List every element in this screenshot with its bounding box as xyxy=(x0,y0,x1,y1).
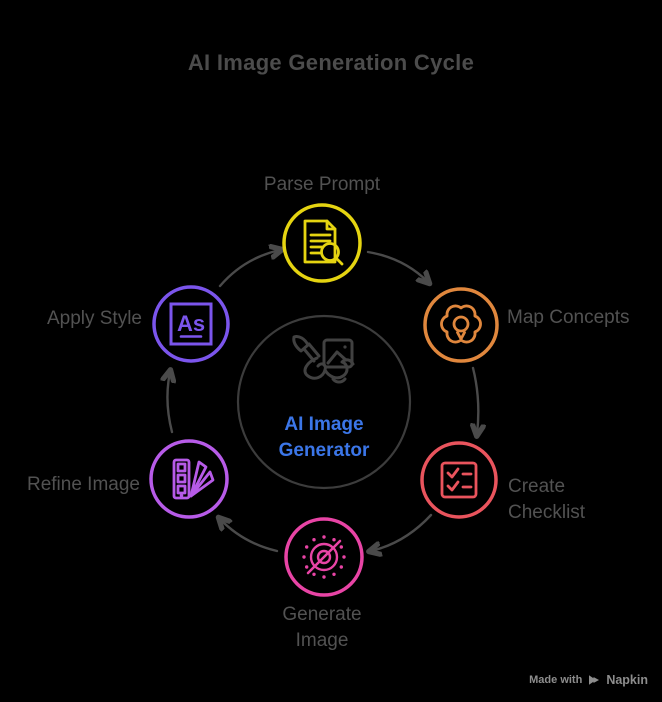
arrow-create-checklist-to-generate-image xyxy=(371,515,431,551)
map-concepts-label: Map Concepts xyxy=(507,307,630,328)
map-concepts-circle xyxy=(425,289,497,361)
napkin-logo-icon xyxy=(589,675,600,685)
color-swatches-fan-icon xyxy=(174,460,213,498)
arrow-generate-image-to-refine-image xyxy=(220,519,277,551)
badge-prefix: Made with xyxy=(529,674,583,686)
arrow-refine-image-to-apply-style xyxy=(167,372,172,432)
refine-image-label: Refine Image xyxy=(26,474,140,495)
font-style-icon: As xyxy=(171,304,211,344)
paintbrush-image-icon xyxy=(294,336,353,382)
font-style-icon-text: As xyxy=(177,311,205,336)
arrow-parse-prompt-to-map-concepts xyxy=(368,252,428,282)
parse-prompt-circle xyxy=(284,205,360,281)
generate-image-circle xyxy=(286,519,362,595)
center-circle xyxy=(238,316,410,488)
create-checklist-node xyxy=(422,443,496,517)
arrow-apply-style-to-parse-prompt xyxy=(220,250,280,286)
parse-prompt-node xyxy=(284,205,360,281)
create-checklist-circle xyxy=(422,443,496,517)
image-generation-slash-icon xyxy=(302,535,346,579)
apply-style-node: As xyxy=(154,287,228,361)
gear-lightbulb-icon xyxy=(441,306,480,342)
generation-dots xyxy=(302,535,346,579)
checklist-icon xyxy=(442,463,476,497)
parse-prompt-label: Parse Prompt xyxy=(263,174,381,195)
create-checklist-label: Create Checklist xyxy=(508,476,586,523)
apply-style-circle xyxy=(154,287,228,361)
center-label: AI Image Generator xyxy=(278,414,370,461)
made-with-napkin-badge[interactable]: Made with Napkin xyxy=(529,673,648,687)
refine-image-circle xyxy=(151,441,227,517)
badge-brand: Napkin xyxy=(606,673,648,687)
map-concepts-node xyxy=(425,289,497,361)
arrow-map-concepts-to-create-checklist xyxy=(473,368,478,434)
generate-image-node xyxy=(286,519,362,595)
page-title: AI Image Generation Cycle xyxy=(187,50,475,75)
refine-image-node xyxy=(151,441,227,517)
generate-image-label: Generate Image xyxy=(282,604,362,651)
apply-style-label: Apply Style xyxy=(46,308,142,329)
document-search-icon xyxy=(305,221,342,264)
